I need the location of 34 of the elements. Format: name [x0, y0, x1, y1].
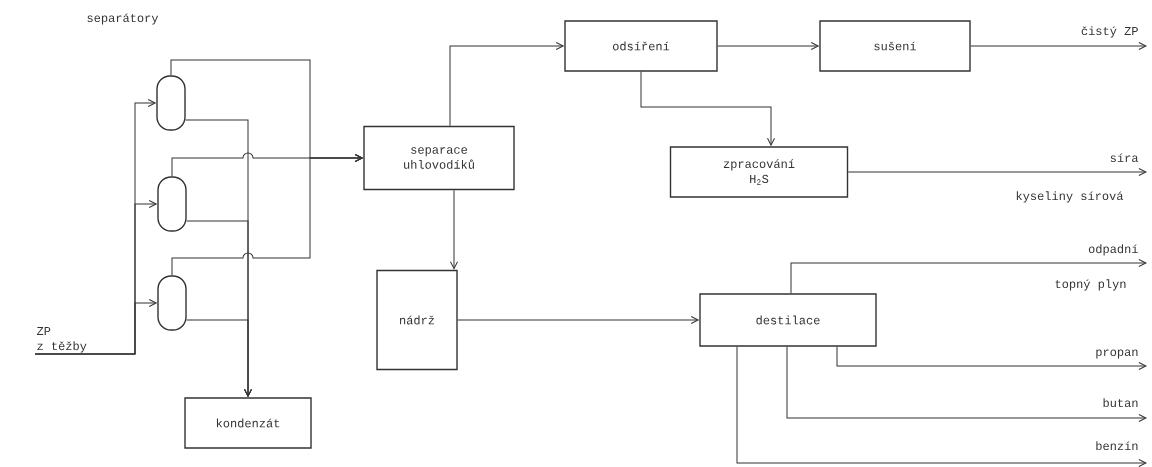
label-text: separátory [87, 13, 159, 25]
process-box: separace uhlovodíků [363, 125, 515, 191]
process-box: nádrž [376, 269, 458, 371]
edge-label: síra [1110, 153, 1139, 163]
process-box: odsíření [564, 20, 718, 72]
arrow [457, 316, 699, 324]
arrow [171, 154, 363, 276]
arrow [790, 259, 1147, 294]
arrow [450, 189, 458, 270]
edge-label: odpadní [1088, 244, 1138, 256]
arrow [836, 346, 1147, 370]
arrow [786, 346, 1147, 422]
process-box: sušení [819, 20, 971, 72]
arrow [970, 42, 1147, 50]
separator-vessel [156, 75, 186, 131]
arrow [736, 346, 1147, 467]
process-box: zpracování H$_{2}$S [669, 146, 849, 198]
separator-vessel [157, 275, 187, 331]
inlet-label: ZP z těžby [36, 327, 87, 353]
arrow [34, 299, 157, 355]
process-box: kondenzát [184, 397, 312, 449]
edge-label: benzín [1096, 441, 1138, 451]
label-text: topný plyn [1055, 279, 1126, 291]
arrow [717, 42, 819, 50]
arrow [186, 319, 252, 397]
arrow [449, 42, 564, 127]
process-box: destilace [699, 293, 877, 347]
arrow [847, 168, 1147, 176]
edge-label: butan [1103, 398, 1138, 408]
label-text: kyseliny sírová [1016, 191, 1124, 203]
separator-vessel [157, 176, 187, 232]
edge-label: propan [1096, 349, 1138, 359]
arrow [640, 71, 775, 146]
edge-label: čistý ZP [1081, 26, 1138, 38]
